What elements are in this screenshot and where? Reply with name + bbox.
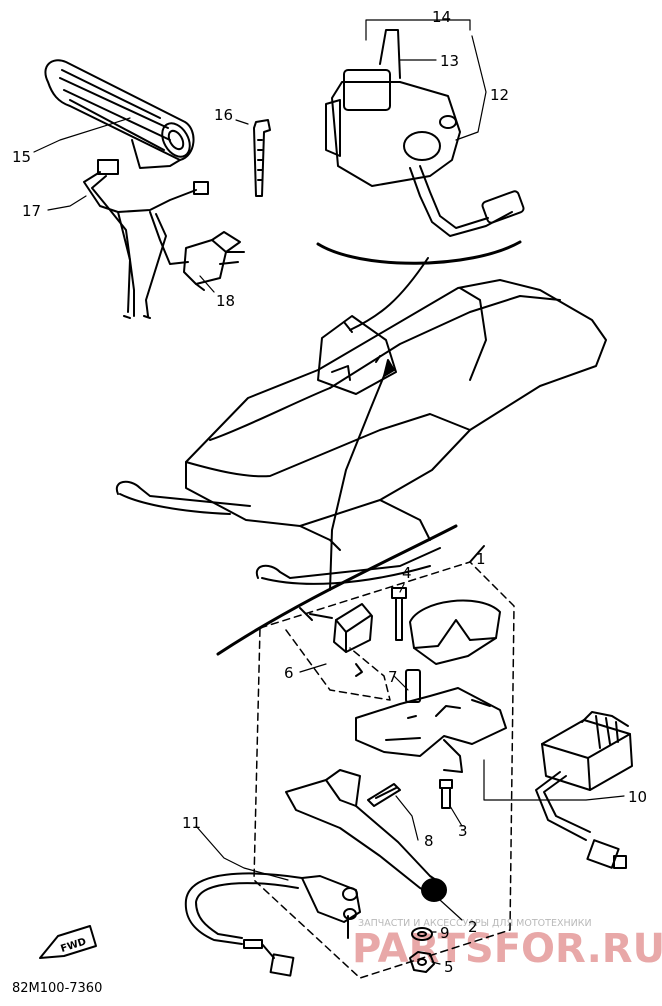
callout-13: 13: [440, 52, 459, 70]
stop-switch-11: [184, 872, 361, 977]
fwd-arrow-icon: FWD: [39, 925, 97, 959]
switch-housing-12: [325, 29, 525, 237]
screw-8: [367, 783, 401, 807]
callout-18: 18: [216, 292, 235, 310]
callout-3: 3: [458, 822, 468, 840]
callout-9: 9: [440, 924, 450, 942]
leader-upper: [349, 257, 429, 331]
bolt-3: [439, 779, 453, 809]
callout-2: 2: [468, 918, 478, 936]
callout-labels: 1 2 3 4 5 6 7 8 9 10 11 12 13 14 15 16 1…: [12, 8, 647, 976]
callout-5: 5: [444, 958, 454, 976]
callout-1: 1: [476, 550, 486, 568]
leader-lines: [33, 19, 625, 965]
callout-4: 4: [402, 564, 412, 582]
section-arc-lower: [216, 524, 458, 656]
relay-10: [535, 711, 633, 869]
washer-9: [411, 927, 433, 941]
leader-lower: [329, 365, 389, 591]
harness-17: [83, 159, 209, 319]
assembly-box-1: [253, 561, 515, 979]
callout-6: 6: [284, 664, 294, 682]
switch-18: [183, 231, 245, 291]
watermark-caption: ЗАПЧАСТИ И АКСЕССУАРЫ ДЛЯ МОТОТЕХНИКИ: [358, 918, 592, 929]
callout-10: 10: [628, 788, 647, 806]
callout-8: 8: [424, 832, 434, 850]
section-arc-upper: [316, 240, 522, 265]
callout-11: 11: [182, 814, 201, 832]
brake-lever: [285, 769, 447, 902]
callout-12: 12: [490, 86, 509, 104]
callout-14: 14: [432, 8, 451, 26]
part-code: 82M100-7360: [12, 981, 102, 996]
callout-16: 16: [214, 106, 233, 124]
cable-tie-16: [253, 119, 271, 197]
callout-7: 7: [388, 668, 398, 686]
heater-block-6: [299, 603, 373, 677]
callout-15: 15: [12, 148, 31, 166]
callout-17: 17: [22, 202, 41, 220]
lever-cover: [409, 599, 501, 665]
nut-5: [409, 951, 435, 973]
lever-bracket: [355, 687, 507, 773]
grip-15: [44, 59, 195, 169]
snowmobile-body: [115, 279, 607, 585]
bolt-4: [391, 587, 407, 641]
watermark: ЗАПЧАСТИ И АКСЕССУАРЫ ДЛЯ МОТОТЕХНИКИ PA…: [352, 918, 662, 972]
watermark-brand: PARTSFOR.RU: [352, 926, 662, 972]
spacer-7: [405, 669, 421, 719]
